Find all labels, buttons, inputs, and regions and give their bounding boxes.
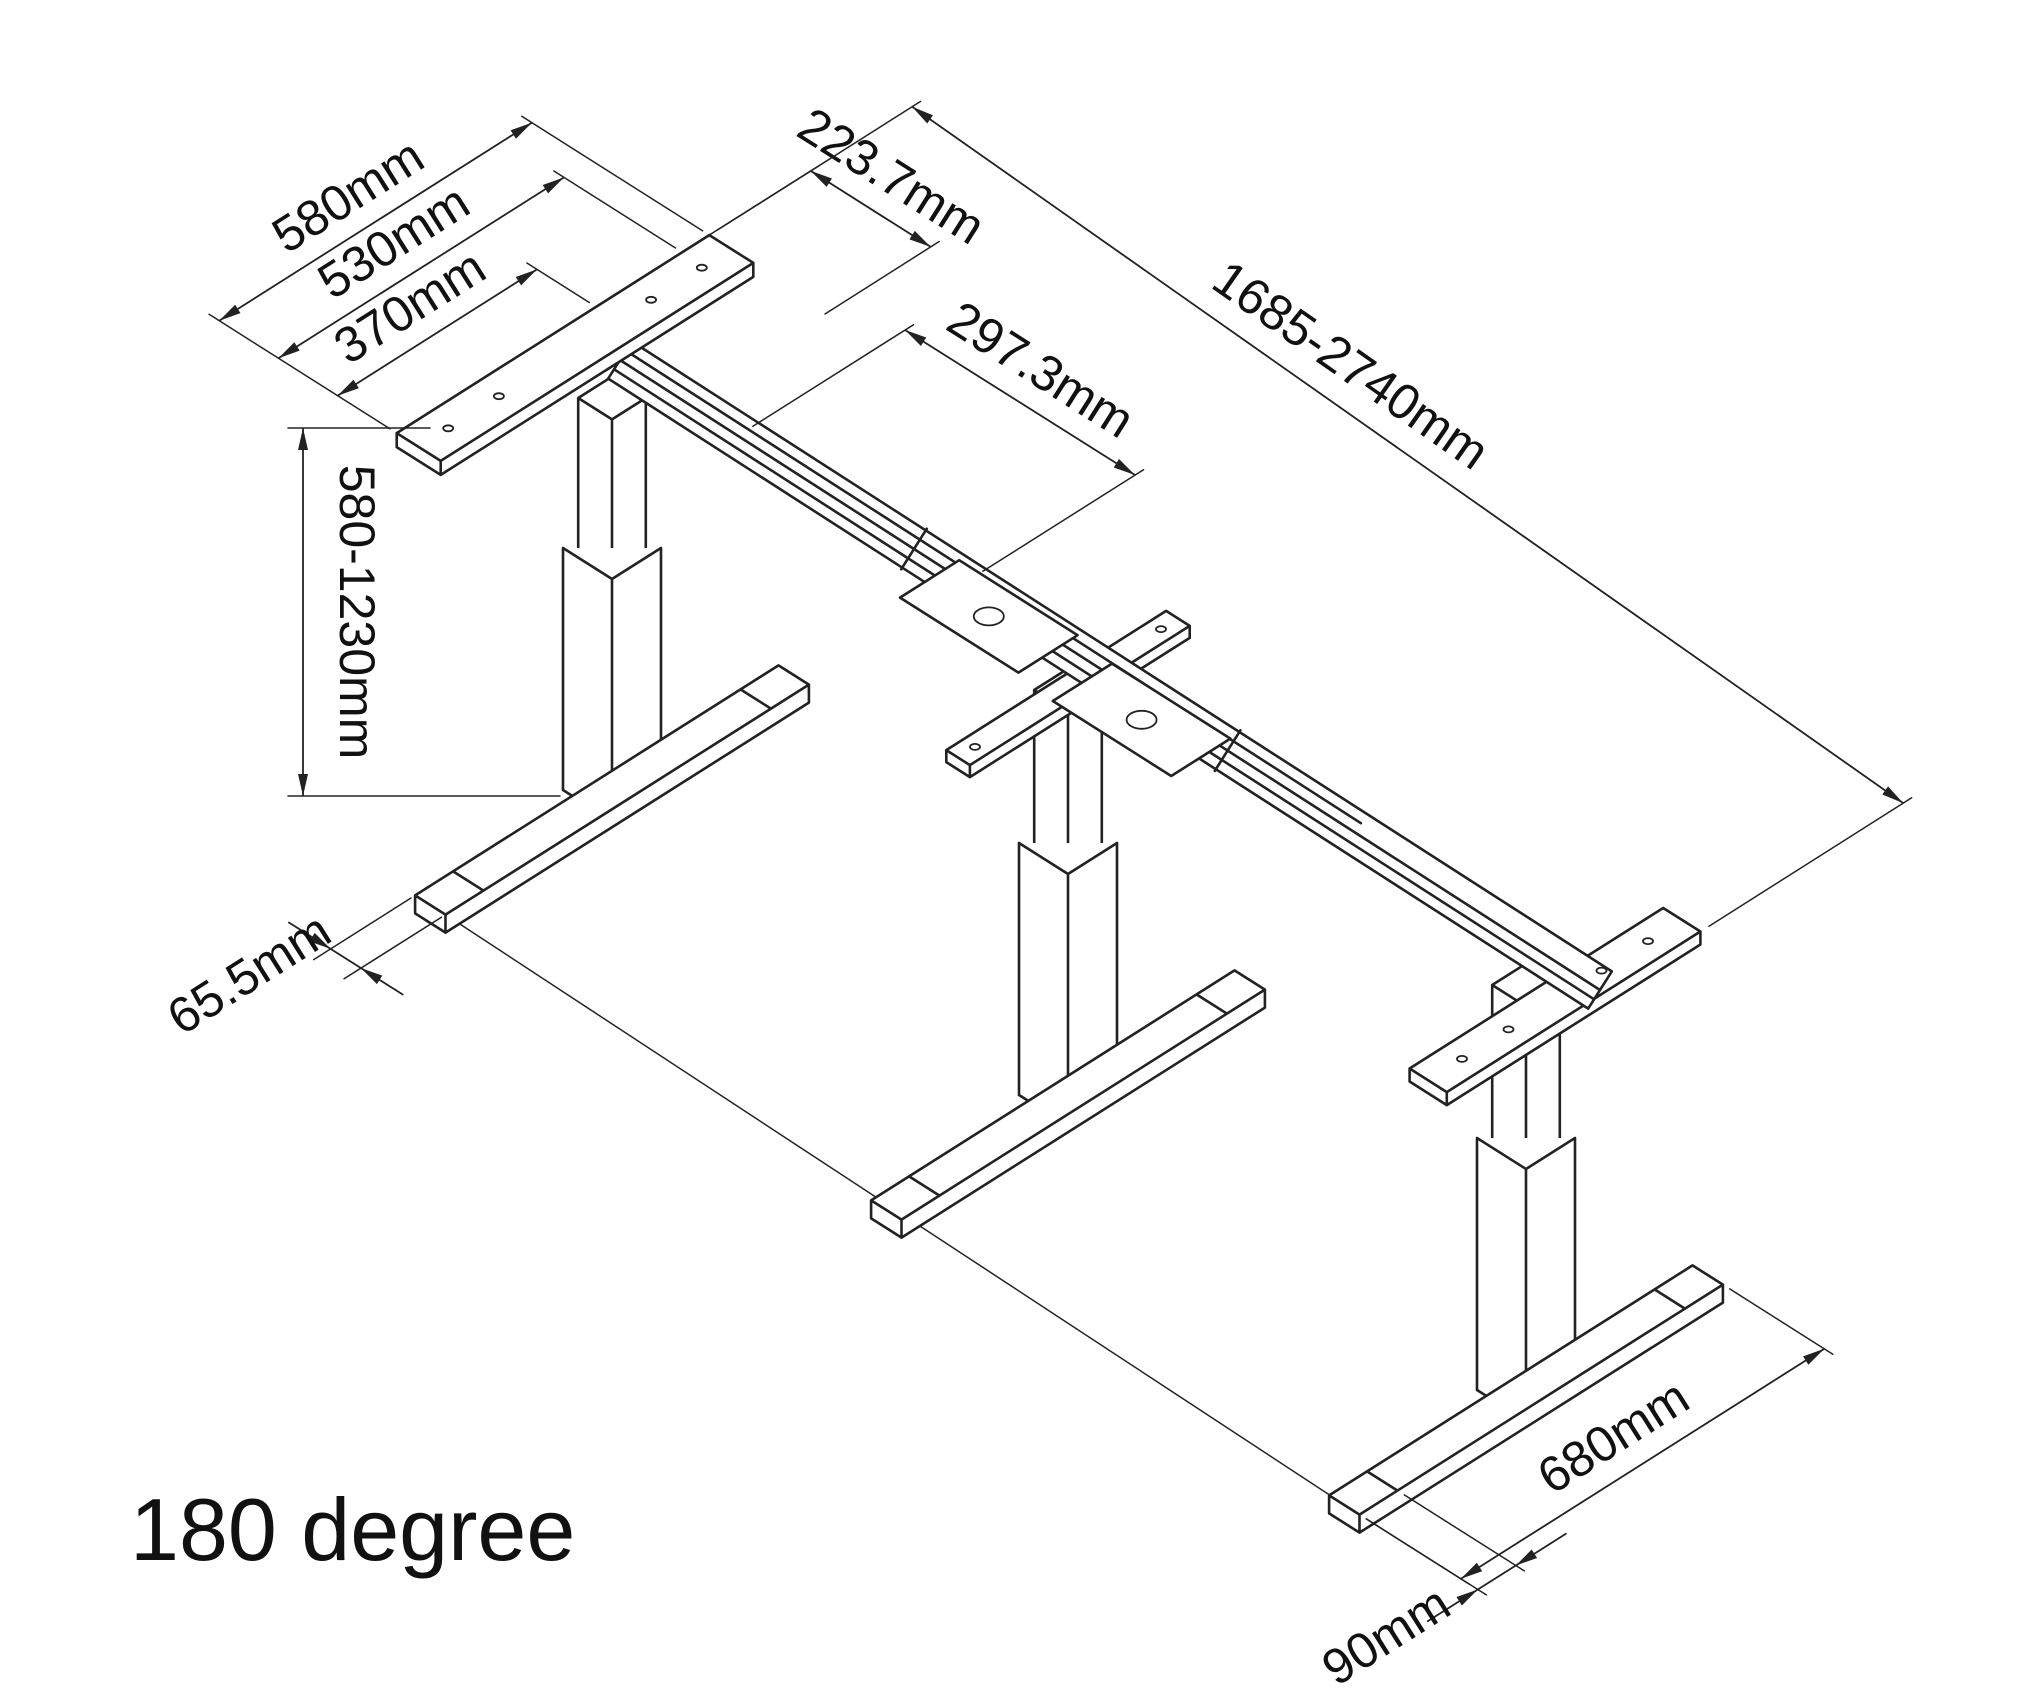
dimension-line (904, 329, 1136, 476)
screw-hole (695, 263, 708, 272)
top-plate-edges (395, 233, 755, 477)
dimension-label-90: 90mm (1312, 1575, 1459, 1697)
extension-line (208, 115, 704, 430)
screw-hole (1155, 625, 1167, 633)
dimension-line (277, 176, 565, 359)
middle-column-lower (1017, 841, 1119, 1128)
right-bracket-face (1409, 908, 1701, 1106)
dimension-line (1477, 1564, 1517, 1591)
left-foot (413, 664, 811, 934)
middle-foot (869, 969, 1267, 1239)
dimension-label-65-5: 65.5mm (158, 902, 341, 1046)
arrow-inward (1426, 1588, 1479, 1623)
top-plate-face (396, 235, 754, 475)
dimension-height-range: 580-1230mm (287, 427, 561, 797)
right-column-lower (1475, 1136, 1577, 1423)
dimension-label-height-range: 580-1230mm (329, 465, 385, 760)
screw-hole (969, 743, 981, 751)
screw-hole (645, 295, 657, 304)
top-plate (395, 233, 755, 477)
extension-line (752, 323, 1145, 573)
arrow-inward (360, 967, 404, 996)
desk-frame (395, 233, 1725, 1534)
screw-hole (1595, 966, 1608, 975)
dimension-line (810, 170, 932, 248)
extension-line (553, 170, 677, 249)
screw-hole (442, 424, 455, 433)
dimension-line (911, 105, 1904, 804)
dimension-line (1460, 1348, 1825, 1580)
middle-foot-face (871, 970, 1265, 1238)
extension-line (287, 427, 561, 797)
extension-line (526, 262, 591, 304)
dimension-297-3mm: 297.3mm (752, 290, 1145, 573)
extension-line (1365, 1494, 1526, 1596)
caption-180-degree: 180 degree (130, 1480, 575, 1579)
arrow-inward (287, 921, 332, 950)
screw-hole (1642, 937, 1654, 945)
cable-hole-2 (1125, 709, 1158, 730)
cable-hole-1 (972, 606, 1005, 627)
right-foot (1327, 1264, 1725, 1534)
left-foot-face (415, 665, 809, 933)
screw-hole (1456, 1055, 1468, 1063)
dimension-label-length-range: 1685-2740mm (1203, 250, 1499, 481)
dimension-line (337, 268, 538, 397)
screw-hole (492, 392, 505, 401)
arrow-inward (1515, 1532, 1567, 1567)
left-column-lower (561, 546, 663, 823)
dimension-line (330, 948, 362, 969)
extension-line (717, 100, 1913, 927)
dimension-65-5mm: 65.5mm (158, 897, 443, 1046)
left-leg (413, 375, 811, 934)
screw-hole (1502, 1025, 1515, 1034)
